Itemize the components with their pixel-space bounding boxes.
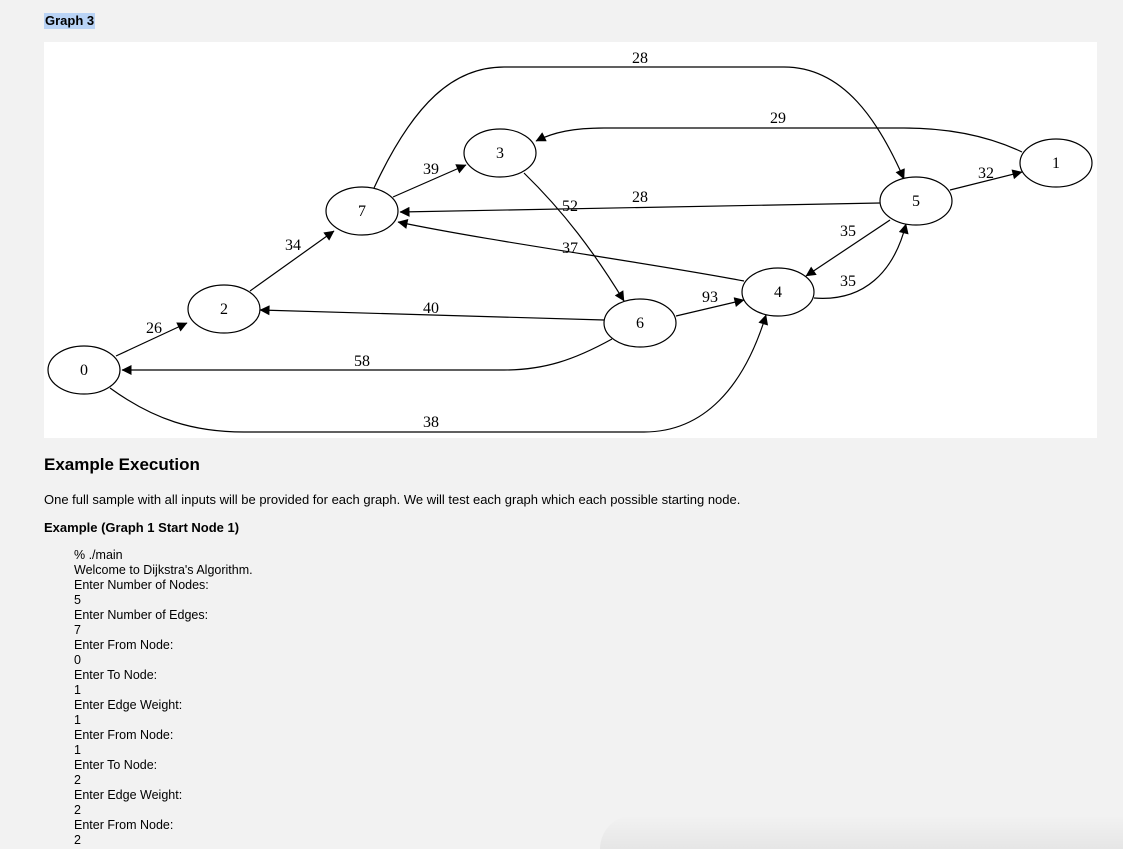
edge-weight-label: 28: [632, 50, 648, 67]
edge-5-7: [399, 202, 881, 217]
edge-4-7: [397, 219, 745, 282]
description-text: One full sample with all inputs will be …: [44, 492, 741, 507]
terminal-line: 7: [74, 623, 81, 637]
terminal-line: Enter From Node:: [74, 728, 174, 742]
edge-weight-label: 26: [146, 320, 162, 337]
section-heading: Example Execution: [44, 455, 200, 474]
terminal-line: Welcome to Dijkstra's Algorithm.: [74, 563, 253, 577]
node-label: 5: [912, 193, 920, 210]
node-label: 3: [496, 145, 504, 162]
edge-weight-label: 32: [978, 165, 994, 182]
edge-5-1: [949, 169, 1023, 191]
terminal-line: Enter Edge Weight:: [74, 788, 183, 802]
edge-weight-label: 39: [423, 161, 439, 178]
edge-weight-label: 38: [423, 414, 439, 431]
terminal-line: 2: [74, 833, 81, 847]
node-7: [325, 186, 399, 236]
node-label: 7: [358, 203, 366, 220]
terminal-line: 1: [74, 713, 81, 727]
terminal-line: Enter From Node:: [74, 818, 174, 832]
node-2: [187, 284, 261, 334]
terminal-line: Enter To Node:: [74, 668, 158, 682]
edge-2-7: [249, 230, 335, 292]
node-0: [47, 345, 121, 395]
terminal-line: Enter Number of Nodes:: [74, 578, 209, 592]
node-label: 6: [636, 315, 644, 332]
edge-weight-label: 93: [702, 289, 718, 306]
terminal-line: 2: [74, 803, 81, 817]
edge-weight-label: 35: [840, 223, 856, 240]
edge-6-0: [121, 338, 613, 375]
node-label: 1: [1052, 155, 1060, 172]
edge-0-2: [115, 322, 188, 357]
edge-weight-label: 29: [770, 110, 786, 127]
terminal-line: % ./main: [74, 548, 123, 562]
edge-3-6: [523, 172, 625, 302]
edge-weight-label: 40: [423, 300, 439, 317]
edge-1-3: [535, 127, 1023, 153]
node-1: [1019, 138, 1093, 188]
node-label: 2: [220, 301, 228, 318]
edge-weight-label: 52: [562, 198, 578, 215]
edge-weight-label: 34: [285, 237, 301, 254]
terminal-line: 1: [74, 743, 81, 757]
edge-weight-label: 28: [632, 189, 648, 206]
terminal-line: Enter To Node:: [74, 758, 158, 772]
edge-7-5: [373, 66, 905, 189]
terminal-line: 1: [74, 683, 81, 697]
terminal-line: Enter Edge Weight:: [74, 698, 183, 712]
edge-weight-label: 58: [354, 353, 370, 370]
node-label: 4: [774, 284, 782, 301]
edge-weight-label: 37: [562, 240, 578, 257]
edge-5-4: [805, 219, 891, 277]
node-6: [603, 298, 677, 348]
node-5: [879, 176, 953, 226]
node-3: [463, 128, 537, 178]
node-label: 0: [80, 362, 88, 379]
example-heading: Example (Graph 1 Start Node 1): [44, 520, 240, 535]
terminal-line: 5: [74, 593, 81, 607]
terminal-line: Enter From Node:: [74, 638, 174, 652]
edge-7-3: [392, 164, 467, 198]
edge-weight-label: 35: [840, 273, 856, 290]
edge-4-5: [813, 223, 909, 299]
graph-title: Graph 3: [44, 13, 96, 29]
edge-6-2: [259, 305, 605, 321]
terminal-line: 0: [74, 653, 81, 667]
edge-6-4: [675, 297, 745, 317]
terminal-line: 2: [74, 773, 81, 787]
node-4: [741, 267, 815, 317]
terminal-line: Enter Number of Edges:: [74, 608, 209, 622]
window-shadow: [600, 815, 1123, 849]
edge-0-4: [109, 314, 769, 433]
